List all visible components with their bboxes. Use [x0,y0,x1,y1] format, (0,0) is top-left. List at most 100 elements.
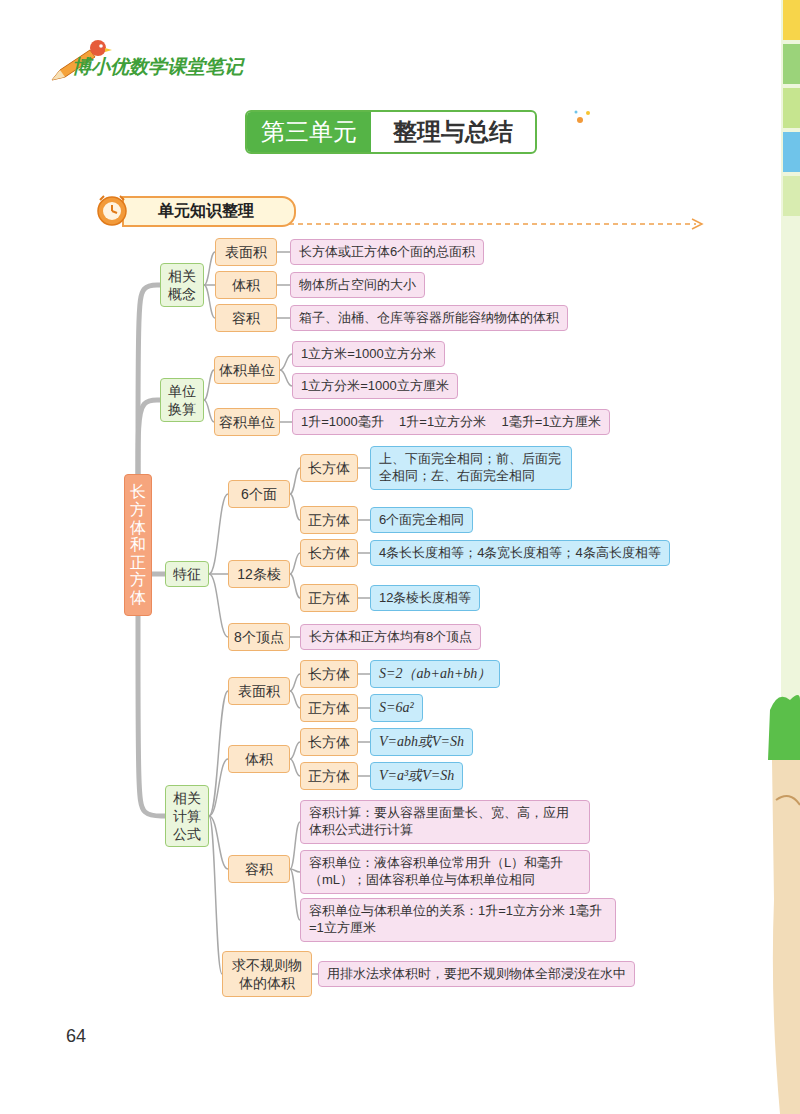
topic-box: 长方体 [300,539,358,567]
node-text: 1升=1000毫升 1升=1立方分米 1毫升=1立方厘米 [301,414,601,431]
node-text: 表面积 [220,243,272,261]
node-text: 相关计算公式 [173,789,201,844]
branch-box: 相关计算公式 [165,785,209,848]
node-text: 长方体 [305,459,353,477]
node-text: 6个面完全相同 [379,512,464,529]
node-text: S=2（ab+ah+bh） [379,665,491,683]
page-number: 64 [66,1026,86,1047]
node-text: 箱子、油桶、仓库等容器所能容纳物体的体积 [299,310,559,327]
connector-line [290,759,300,776]
node-text: 容积 [220,309,272,327]
connector-line [152,572,165,577]
node-text: 物体所占空间的大小 [299,277,416,294]
topic-box: 体积 [215,271,277,299]
leaf-box: 长方体或正方体6个面的总面积 [290,239,484,266]
connector-line [204,285,215,318]
connector-line [138,616,165,816]
connector-line [290,636,300,638]
node-text: 1立方米=1000立方分米 [301,346,436,363]
connector-line [277,284,290,286]
connector-line [290,494,300,520]
branch-box: 相关概念 [160,263,204,307]
leaf-box: 12条棱长度相等 [370,585,480,612]
node-text: 8个顶点 [233,628,285,646]
node-text: 1立方分米=1000立方厘米 [301,378,449,395]
node-text: 容积计算：要从容器里面量长、宽、高，应用体积公式进行计算 [309,805,581,839]
connector-line [204,252,215,285]
node-text: 体积 [233,750,285,768]
node-text: 正方体 [305,767,353,785]
node-text: 12条棱长度相等 [379,590,471,607]
leaf-box: 物体所占空间的大小 [290,272,425,299]
leaf-box: 1立方分米=1000立方厘米 [292,373,458,400]
node-text: 上、下面完全相同；前、后面完全相同；左、右面完全相同 [379,451,563,485]
node-text: 单位换算 [168,382,196,418]
topic-box: 表面积 [228,677,290,705]
leaf-box: V=a³或V=Sh [370,762,463,790]
leaf-box: 4条长长度相等；4条宽长度相等；4条高长度相等 [370,540,670,567]
clock-icon [98,196,126,225]
node-text: V=a³或V=Sh [379,767,454,785]
node-text: 第三单元 [247,112,371,152]
connector-line [209,574,228,637]
topic-box: 12条棱 [228,560,290,588]
leaf-box: 1升=1000毫升 1升=1立方分米 1毫升=1立方厘米 [292,409,610,436]
topic-box: 正方体 [300,506,358,534]
connector-line [209,759,228,816]
leaf-box: 容积单位与体积单位的关系：1升=1立方分米 1毫升=1立方厘米 [300,898,616,942]
node-text: 表面积 [233,682,285,700]
topic-box: 8个顶点 [228,623,290,651]
leaf-box: 长方体和正方体均有8个顶点 [300,624,481,651]
leaf-box: 用排水法求体积时，要把不规则物体全部浸没在水中 [318,961,635,988]
node-text: 容积单位 [219,413,275,431]
topic-box: 长方体 [300,660,358,688]
connector-line [277,251,290,253]
connector-line [290,468,300,494]
leaf-box: 容积单位：液体容积单位常用升（L）和毫升（mL）；固体容积单位与体积单位相同 [300,850,590,894]
topic-box: 正方体 [300,584,358,612]
connector-line [358,775,370,777]
topic-box: 长方体 [300,454,358,482]
connector-line [290,822,300,869]
topic-box: 长方体 [300,728,358,756]
root-box: 长方体和正方体 [124,474,152,615]
node-text: 求不规则物体的体积 [227,956,307,992]
node-text: 6个面 [233,485,285,503]
node-text: 4条长长度相等；4条宽长度相等；4条高长度相等 [379,545,661,562]
branch-box: 单位换算 [160,378,204,422]
node-text: 容积单位：液体容积单位常用升（L）和毫升（mL）；固体容积单位与体积单位相同 [309,855,581,889]
connector-line [358,552,370,554]
leaf-box: 1立方米=1000立方分米 [292,341,445,368]
connector-line [290,691,300,708]
node-text: 体积 [220,276,272,294]
side-tab [783,176,800,216]
connector-line [358,673,370,675]
connector-line [290,574,300,598]
node-text: S=6a² [379,699,414,717]
topic-box: 正方体 [300,762,358,790]
topic-box: 容积 [228,855,290,883]
connector-line [277,317,290,319]
connector-line [358,597,370,599]
header-logo-text: 博小优数学课堂笔记 [72,54,243,80]
topic-box: 容积单位 [214,408,280,436]
node-text: 长方体和正方体 [130,483,146,606]
leaf-box: V=abh或V=Sh [370,728,473,756]
topic-box: 6个面 [228,480,290,508]
topic-box: 体积 [228,745,290,773]
connector-line [138,285,160,474]
node-text: 正方体 [305,589,353,607]
connector-line [358,741,370,743]
connector-line [138,400,160,474]
node-text: 整理与总结 [371,112,535,152]
connector-line [209,494,228,574]
connector-line [280,354,292,370]
leaf-box: 6个面完全相同 [370,507,473,534]
connector-line [358,707,370,709]
node-text: 长方体 [305,544,353,562]
side-tab [783,0,800,40]
node-text: 特征 [173,565,201,583]
connector-line [280,421,292,423]
topic-box: 容积 [215,304,277,332]
section-arrow-line [280,219,702,229]
